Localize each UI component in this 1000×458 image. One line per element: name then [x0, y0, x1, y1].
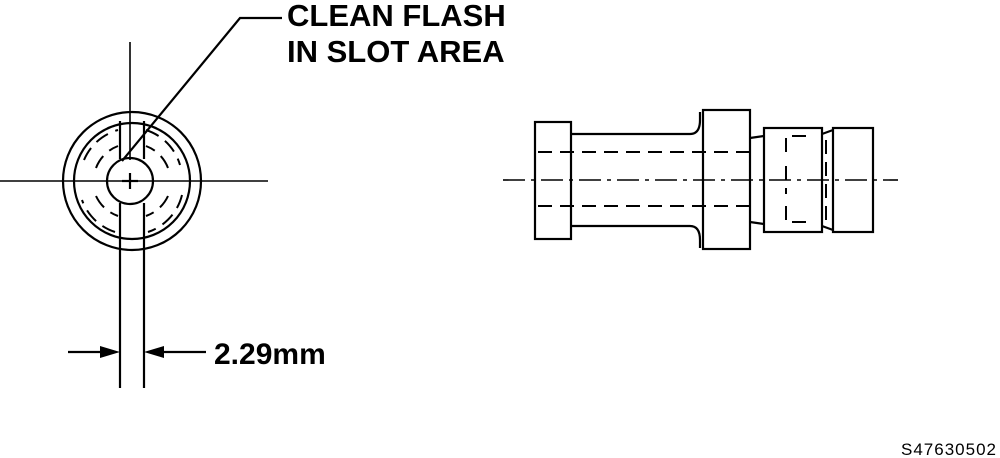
right-section [762, 126, 824, 234]
shaft-top [571, 112, 702, 136]
callout-line-1: CLEAN FLASH [287, 0, 506, 33]
arrowhead-left [100, 346, 120, 358]
hidden-arc [147, 194, 183, 233]
end-view [0, 16, 282, 388]
hidden-arc [145, 129, 181, 166]
hidden-arc [95, 145, 119, 169]
cap-chamfer-top [821, 128, 834, 136]
figure-id: S47630502 [901, 440, 997, 458]
left-flange [533, 120, 573, 241]
hidden-arc [81, 199, 116, 233]
hidden-arc [145, 195, 169, 217]
cap-chamfer-bottom [821, 224, 834, 232]
hidden-step-bottom [785, 206, 806, 223]
hidden-arc [83, 129, 119, 161]
transition-top [749, 134, 765, 140]
hidden-arc [145, 145, 169, 169]
hidden-step-top [785, 135, 806, 152]
hidden-arc [95, 195, 119, 217]
callout-leader [121, 16, 282, 162]
arrowhead-right [144, 346, 164, 358]
transition-bottom [749, 220, 765, 226]
end-cap [831, 126, 875, 234]
dimension-label: 2.29mm [214, 338, 326, 371]
shaft-bottom [571, 224, 702, 248]
side-view [503, 108, 898, 251]
center-bore [105, 156, 155, 206]
middle-collar [701, 108, 752, 251]
outer-ring [61, 110, 203, 252]
middle-ring [72, 121, 192, 241]
callout-line-2: IN SLOT AREA [287, 34, 505, 69]
